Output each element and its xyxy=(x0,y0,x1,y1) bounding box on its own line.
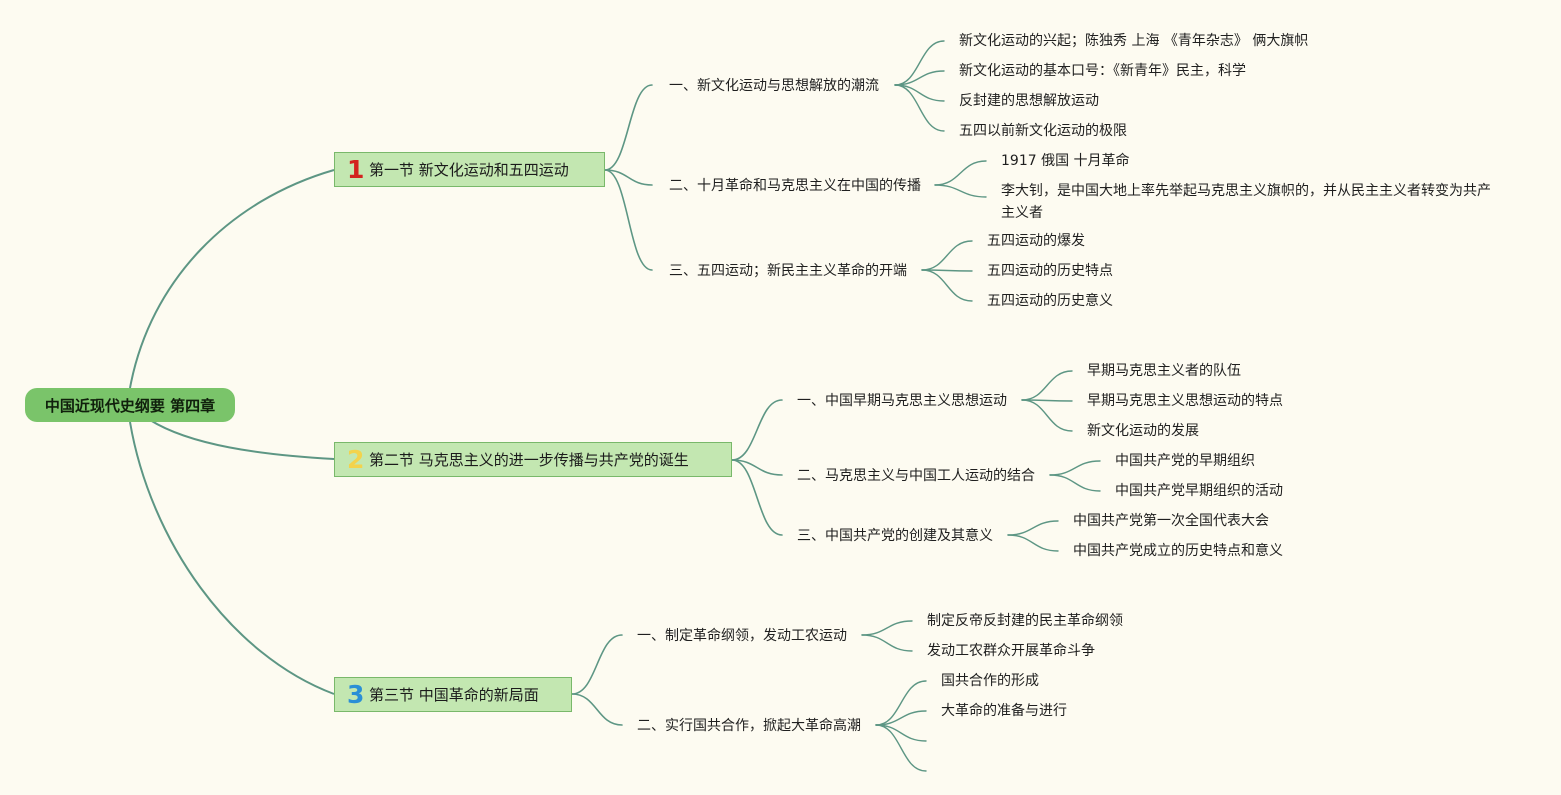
topic-1-3[interactable]: 三、五四运动；新民主主义革命的开端 xyxy=(669,263,907,279)
leaf-1-3-2[interactable]: 五四运动的历史特点 xyxy=(987,263,1113,279)
leaf-1-2-2[interactable]: 李大钊，是中国大地上率先举起马克思主义旗帜的，并从民主主义者转变为共产主义者 xyxy=(1001,183,1491,221)
connector-curve xyxy=(875,724,927,772)
section-2-label: 第二节 马克思主义的进一步传播与共产党的诞生 xyxy=(369,451,689,469)
leaf-3-1-1[interactable]: 制定反帝反封建的民主革命纲领 xyxy=(927,613,1123,629)
connector-curve xyxy=(1007,534,1059,552)
leaf-2-1-3[interactable]: 新文化运动的发展 xyxy=(1087,423,1199,439)
section-1-node[interactable]: 1 第一节 新文化运动和五四运动 xyxy=(334,152,605,187)
connector-curve xyxy=(921,269,973,302)
leaf-2-2-1[interactable]: 中国共产党的早期组织 xyxy=(1115,453,1255,469)
leaf-1-3-1[interactable]: 五四运动的爆发 xyxy=(987,233,1085,249)
section-2-node[interactable]: 2 第二节 马克思主义的进一步传播与共产党的诞生 xyxy=(334,442,732,477)
connector-curve xyxy=(731,459,783,536)
connector-curve xyxy=(1021,370,1073,401)
connector-curve xyxy=(861,634,913,652)
connector-curve xyxy=(604,84,653,171)
root-connector xyxy=(129,421,335,695)
leaf-1-1-2[interactable]: 新文化运动的基本口号：《新青年》民主，科学 xyxy=(959,63,1246,79)
leaf-1-2-1[interactable]: 1917 俄国 十月革命 xyxy=(1001,153,1130,169)
connector-curve xyxy=(1049,460,1101,476)
connector-curve xyxy=(571,693,623,726)
connector-curve xyxy=(934,184,987,198)
connector-curve xyxy=(731,399,783,461)
topic-2-1[interactable]: 一、中国早期马克思主义思想运动 xyxy=(797,393,1007,409)
connector-curve xyxy=(894,84,945,132)
connector-curve xyxy=(875,724,927,742)
topic-1-1[interactable]: 一、新文化运动与思想解放的潮流 xyxy=(669,78,879,94)
connector-curve xyxy=(1007,520,1059,536)
connector-curve xyxy=(604,169,653,186)
leaf-2-2-2[interactable]: 中国共产党早期组织的活动 xyxy=(1115,483,1283,499)
leaf-1-1-4[interactable]: 五四以前新文化运动的极限 xyxy=(959,123,1127,139)
section-1-label: 第一节 新文化运动和五四运动 xyxy=(369,161,569,179)
connector-curve xyxy=(1021,399,1073,432)
connector-curve xyxy=(934,160,987,186)
leaf-2-3-1[interactable]: 中国共产党第一次全国代表大会 xyxy=(1073,513,1269,529)
connector-curve xyxy=(571,634,623,695)
topic-2-2[interactable]: 二、马克思主义与中国工人运动的结合 xyxy=(797,468,1035,484)
number-1-icon: 1 xyxy=(347,155,365,184)
connector-curve xyxy=(894,40,945,86)
connector-curve xyxy=(921,240,973,271)
leaf-2-1-1[interactable]: 早期马克思主义者的队伍 xyxy=(1087,363,1241,379)
leaf-1-1-3[interactable]: 反封建的思想解放运动 xyxy=(959,93,1099,109)
root-connector xyxy=(149,419,335,460)
topic-3-1[interactable]: 一、制定革命纲领，发动工农运动 xyxy=(637,628,847,644)
leaf-2-3-2[interactable]: 中国共产党成立的历史特点和意义 xyxy=(1073,543,1283,559)
topic-3-2[interactable]: 二、实行国共合作，掀起大革命高潮 xyxy=(637,718,861,734)
root-connector xyxy=(129,169,335,389)
number-2-icon: 2 xyxy=(347,445,365,474)
section-3-node[interactable]: 3 第三节 中国革命的新局面 xyxy=(334,677,572,712)
section-3-label: 第三节 中国革命的新局面 xyxy=(369,686,539,704)
root-label: 中国近现代史纲要 第四章 xyxy=(44,396,216,415)
leaf-1-1-1[interactable]: 新文化运动的兴起；陈独秀 上海 《青年杂志》 俩大旗帜 xyxy=(959,33,1309,49)
leaf-3-2-2[interactable]: 大革命的准备与进行 xyxy=(941,703,1067,719)
topic-1-2[interactable]: 二、十月革命和马克思主义在中国的传播 xyxy=(669,178,921,194)
leaf-3-1-2[interactable]: 发动工农群众开展革命斗争 xyxy=(927,643,1095,659)
connector-curve xyxy=(875,680,927,726)
leaf-3-2-1[interactable]: 国共合作的形成 xyxy=(941,673,1039,689)
root-node[interactable]: 中国近现代史纲要 第四章 xyxy=(25,388,235,422)
number-3-icon: 3 xyxy=(347,680,365,709)
connector-curve xyxy=(604,169,653,271)
connector-curve xyxy=(1049,474,1101,492)
connector-curve xyxy=(731,459,783,476)
connector-curve xyxy=(861,620,913,636)
connector-curve xyxy=(894,84,945,102)
topic-2-3[interactable]: 三、中国共产党的创建及其意义 xyxy=(797,528,993,544)
leaf-2-1-2[interactable]: 早期马克思主义思想运动的特点 xyxy=(1087,393,1283,409)
leaf-1-3-3[interactable]: 五四运动的历史意义 xyxy=(987,293,1113,309)
